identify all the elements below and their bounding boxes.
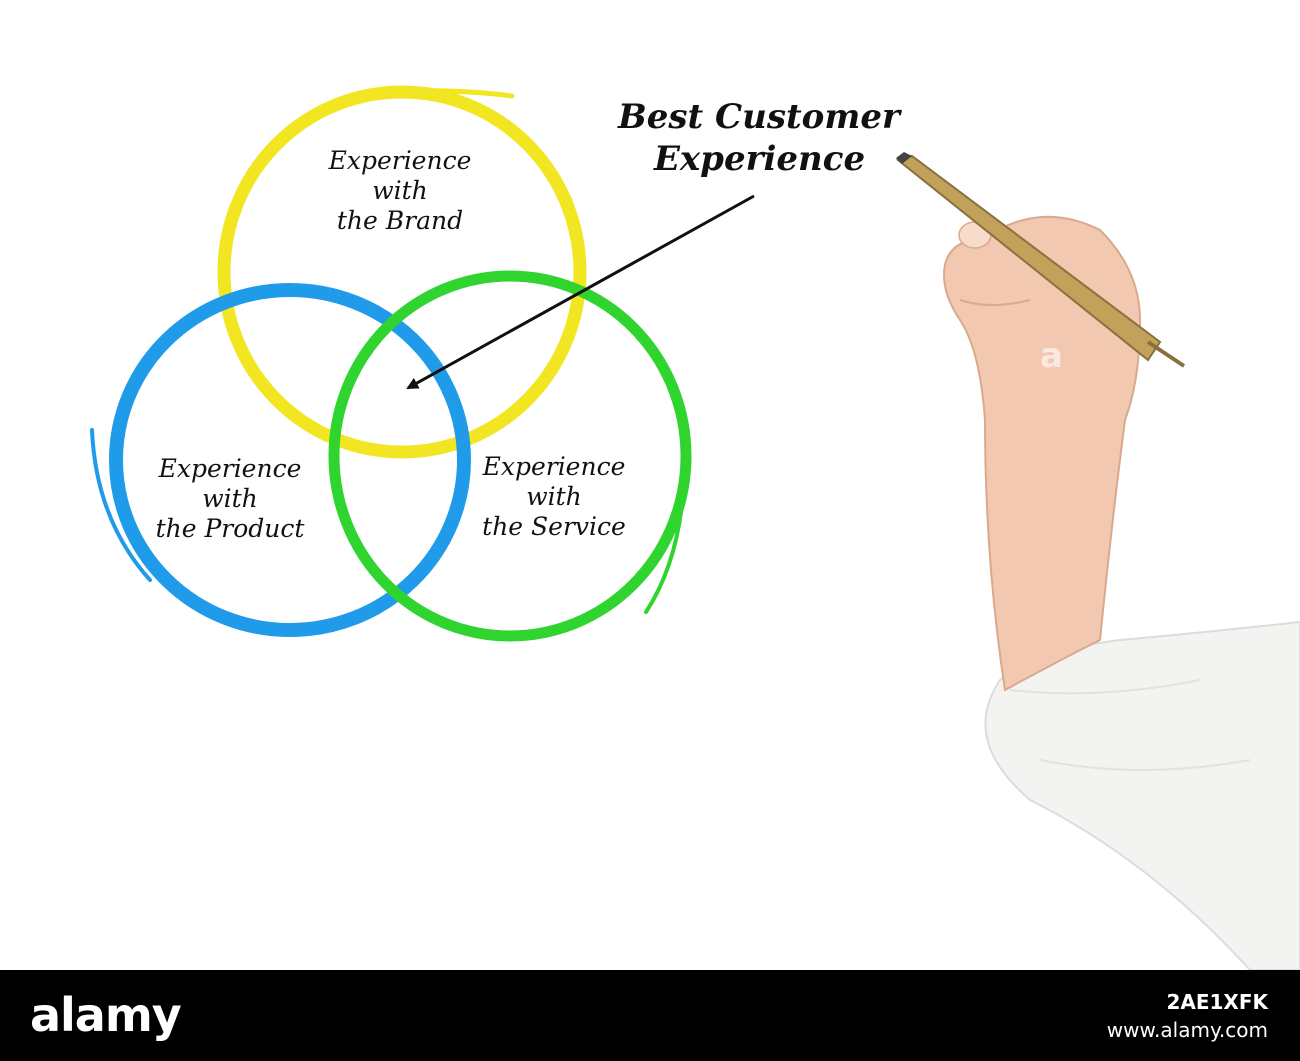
product-label-line-2: with	[202, 484, 258, 513]
watermark-footer: alamy 2AE1XFK www.alamy.com	[0, 970, 1300, 1061]
source-url: www.alamy.com	[1106, 1018, 1268, 1042]
brand-label-line-3: the Brand	[336, 206, 464, 235]
image-id: 2AE1XFK	[1166, 990, 1268, 1014]
brand-label-line-1: Experience	[328, 146, 472, 175]
hand	[943, 215, 1142, 692]
title-line-1: Best Customer	[618, 97, 900, 137]
brand-label: Experience with the Brand	[300, 146, 500, 236]
service-label-line-1: Experience	[482, 452, 626, 481]
product-label: Experience with the Product	[130, 454, 330, 544]
brand-logo: alamy	[30, 988, 182, 1042]
service-label-line-2: with	[526, 482, 582, 511]
venn-diagram	[90, 85, 1300, 970]
diagram-canvas: Best Customer Experience Experience with…	[90, 85, 1300, 970]
product-label-line-1: Experience	[158, 454, 302, 483]
product-circle	[90, 283, 471, 637]
pointer-arrow	[406, 194, 755, 390]
service-circle	[328, 270, 692, 642]
brand-circle	[217, 85, 587, 459]
pen	[895, 152, 1186, 368]
title-line-2: Experience	[654, 139, 866, 179]
service-label: Experience with the Service	[454, 452, 654, 542]
service-label-line-3: the Service	[482, 512, 626, 541]
product-label-line-3: the Product	[155, 514, 305, 543]
watermark-overlay-1: a	[1040, 336, 1063, 376]
brand-label-line-2: with	[372, 176, 428, 205]
diagram-title: Best Customer Experience	[618, 96, 900, 180]
